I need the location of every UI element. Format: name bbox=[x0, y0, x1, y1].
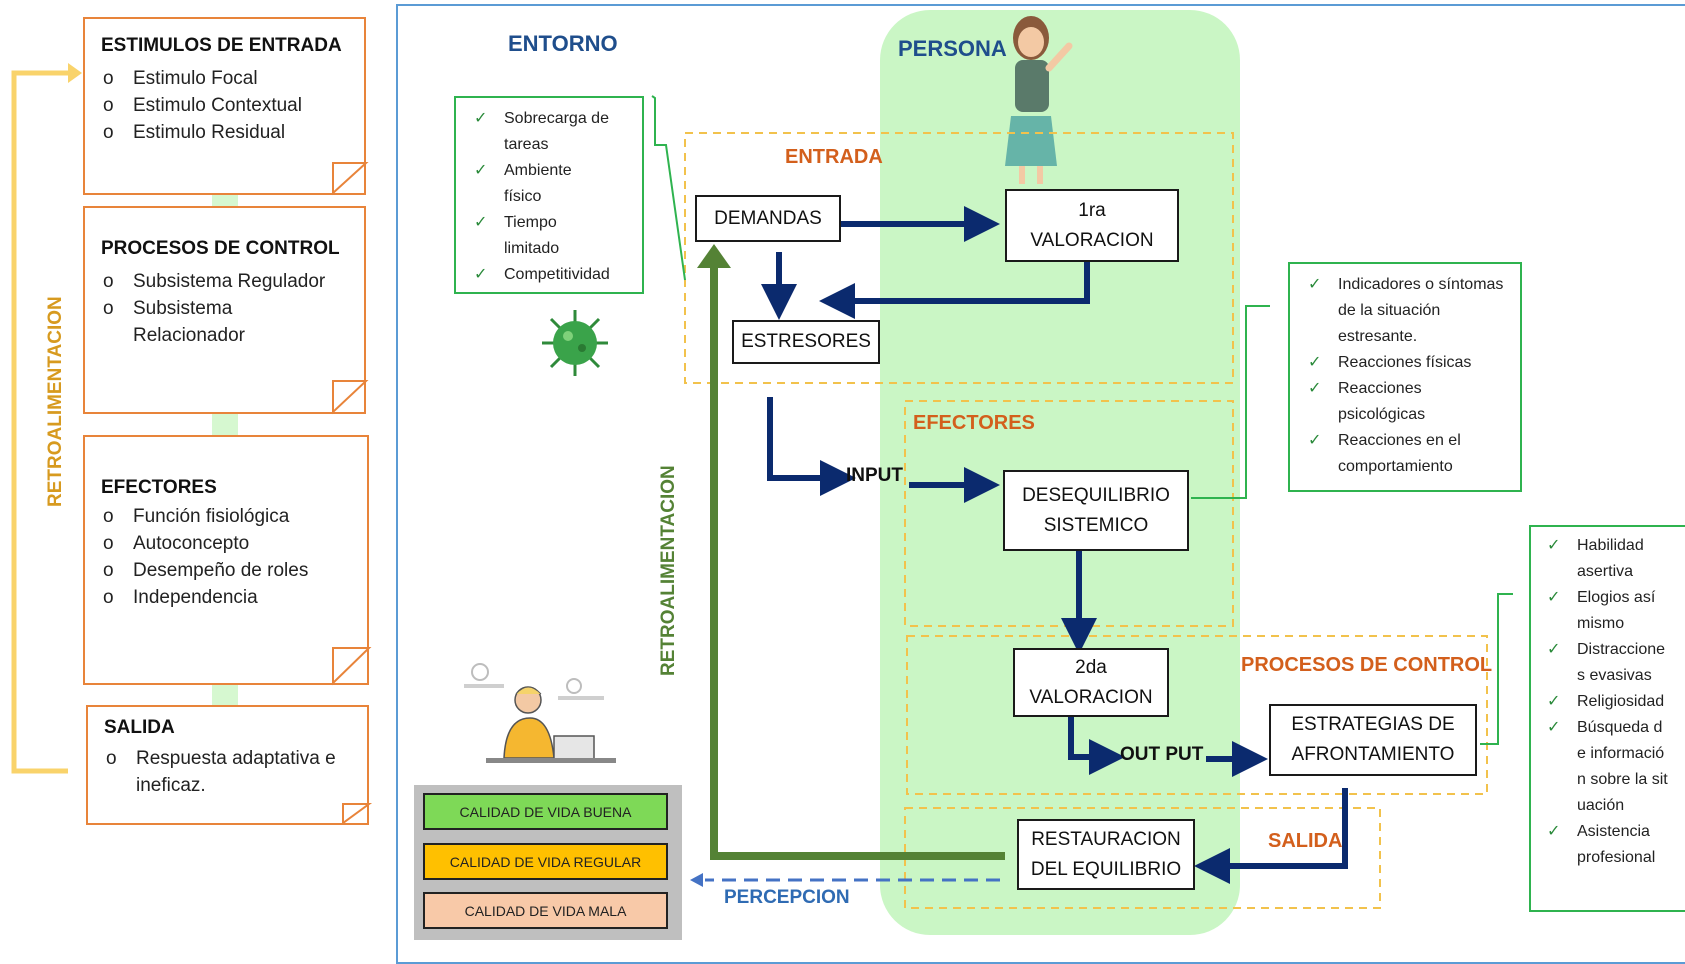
checklist-indicators: Indicadores o síntomas de la situación e… bbox=[1288, 262, 1522, 492]
note-title: EFECTORES bbox=[101, 477, 217, 498]
note-efectores: EFECTORES Función fisiológica Autoconcep… bbox=[83, 435, 369, 685]
note-estimulos: ESTIMULOS DE ENTRADA Estimulo Focal Esti… bbox=[83, 17, 366, 195]
persona-title: PERSONA bbox=[898, 36, 1007, 61]
box-demandas: DEMANDAS bbox=[695, 195, 841, 242]
checklist-item: Búsqueda de información sobre la situaci… bbox=[1545, 715, 1669, 819]
note-item: Autoconcepto bbox=[101, 530, 308, 557]
checklist-item: Reacciones físicas bbox=[1306, 350, 1516, 376]
box-valoracion-1: 1ra VALORACION bbox=[1005, 189, 1179, 262]
office-worker-illustration-icon bbox=[446, 654, 626, 774]
label-retroalimentacion: RETROALIMENTACION bbox=[658, 465, 679, 676]
woman-illustration-icon bbox=[1005, 16, 1073, 184]
checklist-item: Indicadores o síntomas de la situación e… bbox=[1306, 272, 1516, 350]
checklist-stressors: Sobrecarga de tareas Ambiente físico Tie… bbox=[454, 96, 644, 294]
section-label-salida: SALIDA bbox=[1268, 830, 1343, 852]
checklist-item: Distracciones evasivas bbox=[1545, 637, 1669, 689]
box-desequilibrio: DESEQUILIBRIO SISTEMICO bbox=[1003, 470, 1189, 551]
label-output: OUT PUT bbox=[1120, 744, 1204, 765]
feedback-bracket bbox=[11, 63, 82, 774]
note-item: Respuesta adaptativa e ineficaz. bbox=[104, 745, 359, 799]
note-item: Estimulo Contextual bbox=[101, 92, 302, 119]
legend-regular: CALIDAD DE VIDA REGULAR bbox=[423, 843, 668, 880]
box-estresores: ESTRESORES bbox=[732, 320, 880, 364]
box-restauracion: RESTAURACION DEL EQUILIBRIO bbox=[1017, 819, 1195, 890]
checklist-item: Ambiente físico bbox=[472, 158, 584, 210]
section-label-efectores: EFECTORES bbox=[913, 412, 1035, 434]
checklist-item: Tiempo limitado bbox=[472, 210, 584, 262]
note-title: SALIDA bbox=[104, 717, 175, 738]
label-input: INPUT bbox=[846, 465, 903, 486]
checklist-item: Habilidad asertiva bbox=[1545, 533, 1655, 585]
note-item: Independencia bbox=[101, 584, 308, 611]
note-title: PROCESOS DE CONTROL bbox=[101, 238, 340, 259]
note-item: Estimulo Focal bbox=[101, 65, 302, 92]
checklist-item: Sobrecarga de tareas bbox=[472, 106, 640, 158]
checklist-coping: Habilidad asertiva Elogios así mismo Dis… bbox=[1529, 525, 1685, 912]
checklist-item: Reacciones en el comportamiento bbox=[1306, 428, 1488, 480]
note-title: ESTIMULOS DE ENTRADA bbox=[101, 35, 342, 56]
virus-icon bbox=[542, 310, 608, 376]
section-label-entrada: ENTRADA bbox=[785, 146, 883, 168]
note-item: Subsistema Regulador bbox=[101, 268, 351, 295]
note-item: Función fisiológica bbox=[101, 503, 308, 530]
checklist-item: Religiosidad bbox=[1545, 689, 1685, 715]
section-label-procesos: PROCESOS DE CONTROL bbox=[1241, 654, 1493, 676]
box-estrategias: ESTRATEGIAS DE AFRONTAMIENTO bbox=[1269, 704, 1477, 776]
entorno-title: ENTORNO bbox=[508, 31, 618, 56]
checklist-item: Asistencia profesional bbox=[1545, 819, 1669, 871]
checklist-item: Reacciones psicológicas bbox=[1306, 376, 1448, 428]
checklist-item: Elogios así mismo bbox=[1545, 585, 1659, 637]
note-salida: SALIDA Respuesta adaptativa e ineficaz. bbox=[86, 705, 369, 825]
folded-corners bbox=[332, 162, 373, 825]
legend-buena: CALIDAD DE VIDA BUENA bbox=[423, 793, 668, 830]
note-item: Estimulo Residual bbox=[101, 119, 302, 146]
note-item: Desempeño de roles bbox=[101, 557, 308, 584]
note-item: Subsistema Relacionador bbox=[101, 295, 263, 349]
legend-mala: CALIDAD DE VIDA MALA bbox=[423, 892, 668, 929]
checklist-item: Competitividad bbox=[472, 262, 640, 288]
label-percepcion: PERCEPCION bbox=[724, 887, 850, 908]
box-valoracion-2: 2da VALORACION bbox=[1013, 648, 1169, 717]
note-procesos: PROCESOS DE CONTROL Subsistema Regulador… bbox=[83, 206, 366, 414]
